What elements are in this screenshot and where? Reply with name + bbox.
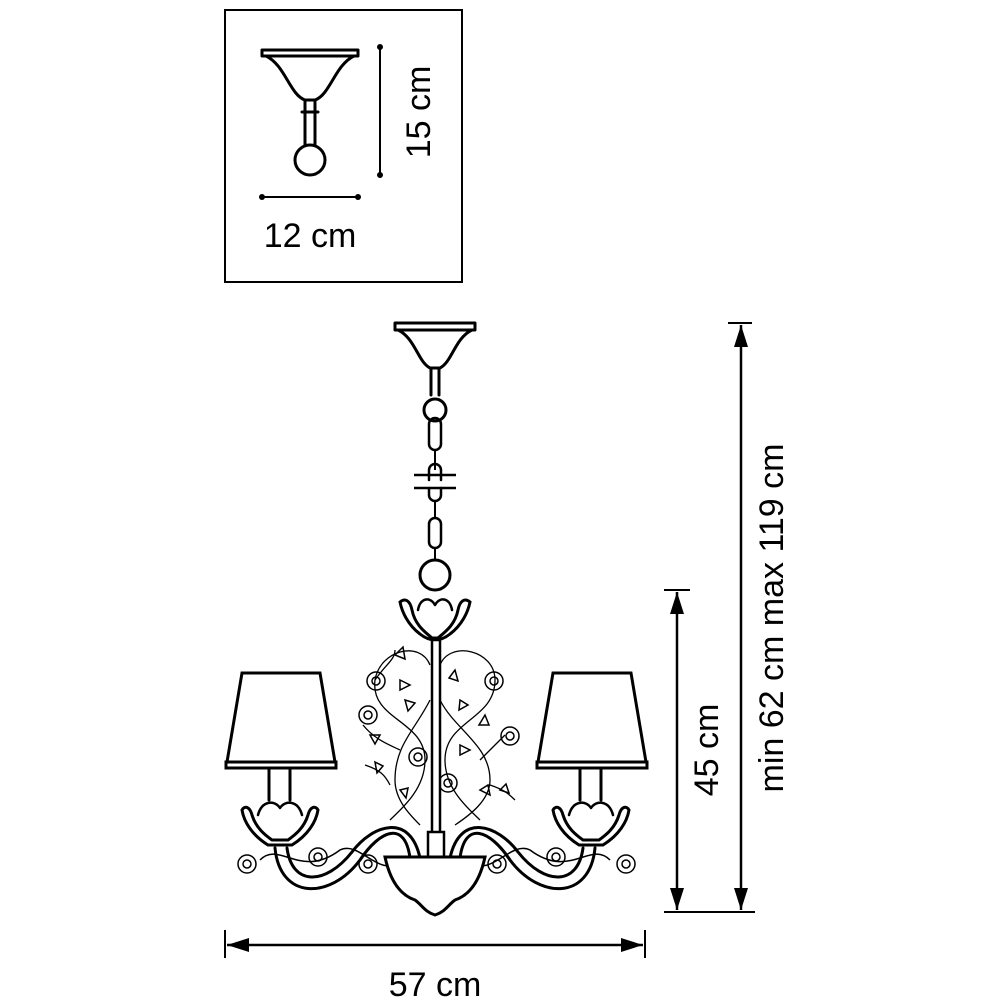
right-lamp bbox=[535, 671, 649, 847]
body-height-label: 45 cm bbox=[688, 704, 726, 797]
total-height-label: min 62 cm max 119 cm bbox=[753, 444, 791, 793]
inset-width-label: 12 cm bbox=[264, 217, 357, 255]
chandelier bbox=[224, 321, 649, 917]
dimension-body-height: 45 cm bbox=[664, 589, 755, 913]
dimension-total-height: min 62 cm max 119 cm bbox=[728, 322, 791, 910]
width-label: 57 cm bbox=[389, 966, 482, 1000]
dimension-width: 57 cm bbox=[224, 930, 646, 1000]
inset-height-label: 15 cm bbox=[400, 66, 438, 159]
canopy-inset: 15 cm 12 cm bbox=[224, 9, 463, 283]
left-lamp bbox=[224, 671, 338, 847]
vine-decoration bbox=[362, 649, 516, 826]
